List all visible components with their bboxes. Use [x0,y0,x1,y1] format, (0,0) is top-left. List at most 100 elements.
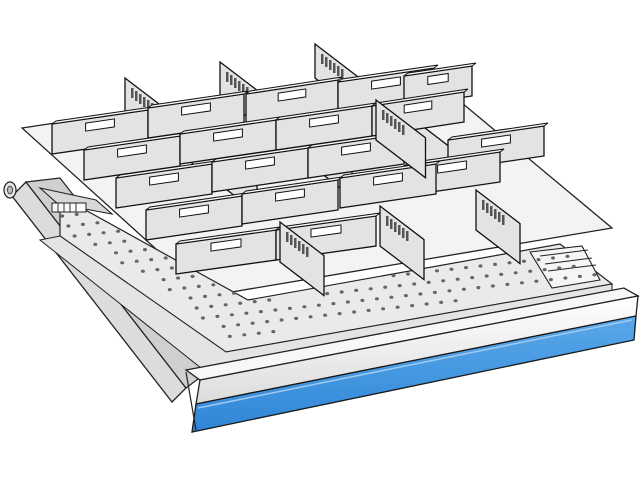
perforation-dot [455,277,460,281]
perforation-dot [279,318,284,322]
divider-upright-4 [279,220,325,297]
perforation-dot [542,268,547,272]
perforation-dot [107,241,112,245]
perforation-dot [464,266,468,270]
perforation-dot [592,273,597,277]
perforation-dot [250,321,255,325]
divider-plate-6 [83,132,185,181]
perforation-dot [101,231,106,235]
perforation-dot [316,303,321,307]
perforation-dot [143,248,147,252]
perforation-dot [256,331,261,335]
drawer-front [184,287,640,433]
perforation-dot [470,276,475,280]
perforation-dot [140,269,145,273]
perforation-dot [432,290,437,294]
perforation-dot [360,298,365,302]
perforation-dot [577,274,582,278]
perforation-dot [536,258,541,262]
perforation-dot [221,324,226,328]
perforation-dot [557,266,562,270]
perforation-dot [534,279,539,283]
perforation-dot [368,287,373,291]
perforation-dot [391,274,396,278]
perforation-dot [74,212,79,216]
drawer-body [3,177,614,403]
perforation-dot [412,282,417,286]
perforation-dot [352,310,357,314]
perforation-dot [122,239,127,243]
perforation-dot [223,303,228,307]
perforation-dot [267,298,272,302]
perforation-dot [176,276,181,280]
perforation-dot [302,305,307,309]
perforation-dot [507,261,512,265]
perforation-dot [345,300,350,304]
perforation-dot [217,293,222,297]
perforation-dot [271,330,276,334]
perforation-dot [339,290,344,294]
perforation-dot [308,315,313,319]
perforation-dot [397,284,402,288]
perforation-dot [447,289,452,293]
perforation-dot [128,249,133,253]
perforation-dot [484,274,489,278]
perforation-dot [528,269,533,273]
perforation-dot [242,333,247,337]
divider-plate-8 [275,102,377,151]
perforation-dot [551,256,555,260]
perforation-dot [410,304,415,308]
perforation-dot [182,286,187,290]
perforation-dot [571,264,576,268]
perforation-dot [478,264,483,268]
divider-plate-16 [241,176,343,225]
perforation-dot [522,259,526,263]
perforation-dot [418,292,423,296]
perforation-dot [236,323,241,327]
divider-upright-7 [375,98,427,180]
divider-plate-17 [339,160,441,209]
divider-grid [51,42,549,297]
perforation-dot [169,266,174,270]
perforation-dot [155,268,160,272]
perforation-dot [203,294,207,298]
perforation-dot [188,296,193,300]
perforation-dot [60,214,65,218]
perforation-dot [161,278,166,282]
perforation-dot [476,286,481,290]
perforation-dot [238,301,243,305]
perforation-dot [244,311,249,315]
perforation-dot [366,308,371,312]
perforation-dot [441,279,446,283]
divider-plate-18 [175,226,281,275]
perforation-dot [426,280,431,284]
perforation-dot [66,224,71,228]
perforation-dot [331,302,336,306]
perforation-dot [209,304,214,308]
perforation-dot [323,313,328,317]
perforation-dot [134,259,139,263]
perforation-dot [381,307,386,311]
perforation-dot [227,334,232,338]
perforation-dot [163,256,168,260]
perforation-dot [200,316,205,320]
divider-upright-6 [475,188,521,265]
perforation-dot [196,284,201,288]
perforation-dot [252,300,257,304]
perforation-dot [93,242,98,246]
perforation-dot [229,313,234,317]
perforation-dot [519,281,524,285]
perforation-dot [439,300,444,304]
perforation-dot [232,291,236,295]
perforation-dot [287,306,292,310]
perforation-dot [114,251,118,255]
perforation-dot [490,284,495,288]
perforation-dot [120,261,125,265]
perforation-dot [95,221,100,225]
perforation-dot [337,312,342,316]
perforation-dot [403,294,408,298]
divider-upright-5 [379,204,425,281]
perforation-dot [294,316,299,320]
